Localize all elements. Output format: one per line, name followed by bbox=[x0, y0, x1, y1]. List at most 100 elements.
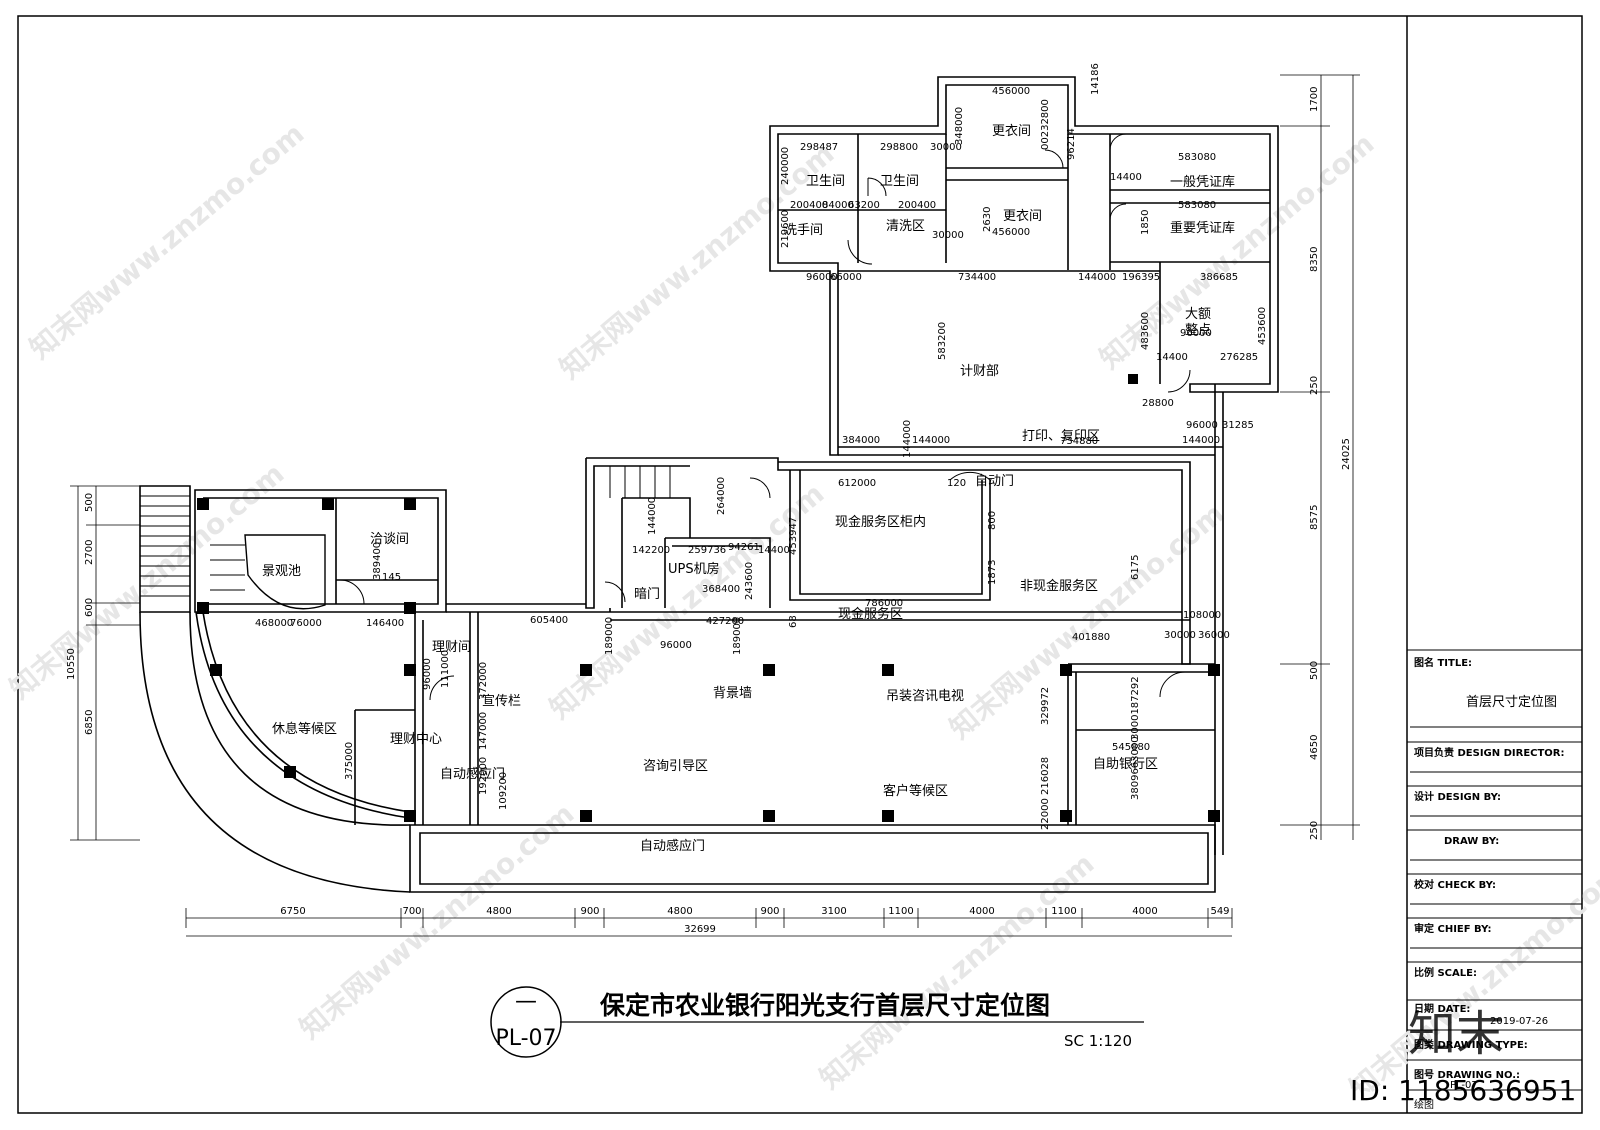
dim-text: 00232800 bbox=[1040, 99, 1051, 150]
sheet-code: PL-07 bbox=[495, 1026, 556, 1051]
room-label: 吊装咨讯电视 bbox=[886, 689, 964, 704]
dim-text: 111000 bbox=[440, 650, 451, 688]
dim-text: 786000 bbox=[865, 598, 903, 609]
dim-text: 8575 bbox=[1309, 505, 1320, 530]
dim-text: 1873 bbox=[987, 560, 998, 585]
dim-text: 298487 bbox=[800, 142, 838, 153]
watermark-text: 知末网www.znzmo.com bbox=[3, 457, 290, 705]
dim-text: 216028 bbox=[1040, 757, 1051, 795]
dim-text: 4800 bbox=[486, 906, 511, 917]
dim-text: 3100 bbox=[821, 906, 846, 917]
dim-text: 700 bbox=[402, 906, 421, 917]
bottom-dimension-chain: 6750 700 4800 900 4800 900 3100 1100 400… bbox=[280, 906, 1229, 935]
columns bbox=[197, 374, 1220, 822]
watermark-text: 知末网www.znzmo.com bbox=[1093, 127, 1380, 375]
dim-text: 800 bbox=[987, 511, 998, 530]
dim-text: 142200 bbox=[632, 545, 670, 556]
dim-text: 734400 bbox=[958, 272, 996, 283]
dimension-texts: 456000 14186 298487 298800 30000 348000 … bbox=[66, 63, 1352, 840]
dim-text: 6750 bbox=[280, 906, 305, 917]
title-label: 图名 TITLE: bbox=[1414, 656, 1472, 669]
dim-text: 109200 bbox=[498, 772, 509, 810]
dim-text: 31285 bbox=[1222, 420, 1254, 431]
door-swings bbox=[339, 133, 1191, 701]
dim-text: 1850 bbox=[1140, 210, 1151, 235]
dim-text: 94261 bbox=[728, 542, 760, 553]
room-label: 打印、复印区 bbox=[1022, 429, 1100, 444]
room-label: 卫生间 bbox=[880, 174, 919, 189]
room-label: 自动感应门 bbox=[640, 838, 705, 854]
dim-text: 600 bbox=[84, 598, 95, 617]
id-watermark: ID: 1185636951 bbox=[1350, 1074, 1576, 1107]
design-label: 设计 DESIGN BY: bbox=[1414, 790, 1501, 803]
dim-text: 144000 bbox=[912, 435, 950, 446]
room-label: 咨询引导区 bbox=[643, 759, 708, 774]
dim-text: 386685 bbox=[1200, 272, 1238, 283]
dim-text: 66000 bbox=[830, 272, 862, 283]
sheet-border bbox=[17, 15, 1583, 1114]
room-label: 洽谈间 bbox=[370, 532, 409, 547]
date-value: 2019-07-26 bbox=[1490, 1016, 1548, 1027]
chief-label: 审定 CHIEF BY: bbox=[1414, 922, 1492, 935]
dim-text: 14400 bbox=[1156, 352, 1188, 363]
dim-text: 200400 bbox=[898, 200, 936, 211]
dim-text: 30000 bbox=[930, 142, 962, 153]
room-label: 理财中心 bbox=[390, 732, 442, 747]
landscape-pool-outline bbox=[244, 534, 326, 610]
room-label: 卫生间 bbox=[806, 174, 845, 189]
dim-text: 456000 bbox=[992, 227, 1030, 238]
dim-text: 453600 bbox=[1257, 307, 1268, 345]
dim-text: 144000 bbox=[647, 497, 658, 535]
dim-text: 189000 bbox=[732, 617, 743, 655]
dim-text: 96000 bbox=[660, 640, 692, 651]
dim-text: 200400 bbox=[790, 200, 828, 211]
watermark-text: 知末网www.znzmo.com bbox=[293, 797, 580, 1045]
dim-text: 76000 bbox=[290, 618, 322, 629]
dim-text: 146400 bbox=[366, 618, 404, 629]
dim-text: 196395 bbox=[1122, 272, 1160, 283]
dim-text: 96000 bbox=[1180, 328, 1212, 339]
room-label: 清洗区 bbox=[886, 219, 925, 234]
dim-text: 96000 bbox=[422, 658, 433, 690]
watermark-text: 知末网www.znzmo.com bbox=[23, 117, 310, 365]
dim-text: 348000 bbox=[954, 107, 965, 145]
room-label: 重要凭证库 bbox=[1170, 220, 1235, 236]
room-label: 暗门 bbox=[634, 587, 660, 602]
dim-text: 375000 bbox=[344, 742, 355, 780]
drawing-main-title: 保定市农业银行阳光支行首层尺寸定位图 bbox=[599, 991, 1050, 1020]
dim-text: 219600 bbox=[780, 210, 791, 248]
date-label: 日期 DATE: bbox=[1414, 1002, 1470, 1015]
title-block-table: 图名 TITLE: 首层尺寸定位图 项目负责 DESIGN DIRECTOR: … bbox=[1407, 649, 1582, 1111]
dimension-lines bbox=[70, 74, 1360, 937]
room-label: 自动门 bbox=[975, 474, 1014, 489]
dim-text: 144000 bbox=[1182, 435, 1220, 446]
dim-text: 4000 bbox=[969, 906, 994, 917]
dim-text: 250 bbox=[1309, 376, 1320, 395]
dim-text: 96214 bbox=[1066, 128, 1077, 160]
room-label: 计财部 bbox=[960, 364, 999, 379]
dim-text: 144000 bbox=[902, 420, 913, 458]
watermark-layer: 知末网www.znzmo.com 知末网www.znzmo.com 知末网www… bbox=[3, 117, 1600, 1105]
dim-text: 24025 bbox=[1341, 438, 1352, 470]
dim-text: 549 bbox=[1210, 906, 1229, 917]
room-label: UPS机房 bbox=[668, 561, 720, 577]
room-label: 休息等候区 bbox=[272, 721, 337, 737]
drawing-no-label: 图号 DRAWING NO.: bbox=[1414, 1069, 1520, 1081]
dim-text: 3809663000 bbox=[1130, 736, 1141, 800]
dim-text: 264000 bbox=[716, 477, 727, 515]
dim-text: 3000187292 bbox=[1130, 676, 1141, 740]
dim-text: 28800 bbox=[1142, 398, 1174, 409]
dim-text: 1100 bbox=[1051, 906, 1076, 917]
dim-text: 36000 bbox=[1198, 630, 1230, 641]
walls bbox=[139, 76, 1279, 893]
dim-text: 240000 bbox=[780, 147, 791, 185]
dim-text: 84000 bbox=[822, 200, 854, 211]
dim-text: 468000 bbox=[255, 618, 293, 629]
drawing-no-value: PL-07 bbox=[1450, 1080, 1478, 1091]
dim-text: 734880 bbox=[1060, 436, 1098, 447]
room-label: 背景墙 bbox=[713, 686, 752, 701]
dim-text: 500 bbox=[1309, 661, 1320, 680]
draw-label: DRAW BY: bbox=[1444, 836, 1499, 847]
dim-text: 4650 bbox=[1309, 735, 1320, 760]
